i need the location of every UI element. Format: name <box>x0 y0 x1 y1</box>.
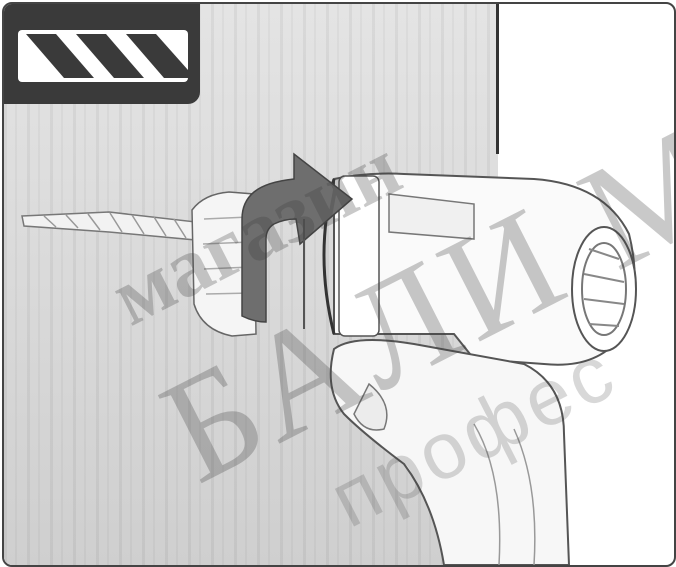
rotate-arrow-icon <box>241 152 354 329</box>
drill-illustration <box>21 152 637 565</box>
wood-edge <box>496 4 499 154</box>
three-diagonal-stripes-icon <box>18 30 188 82</box>
badge-panel <box>4 4 200 104</box>
drill-body <box>322 172 637 565</box>
drill-bit <box>21 211 197 241</box>
drill-chuck <box>191 191 257 337</box>
